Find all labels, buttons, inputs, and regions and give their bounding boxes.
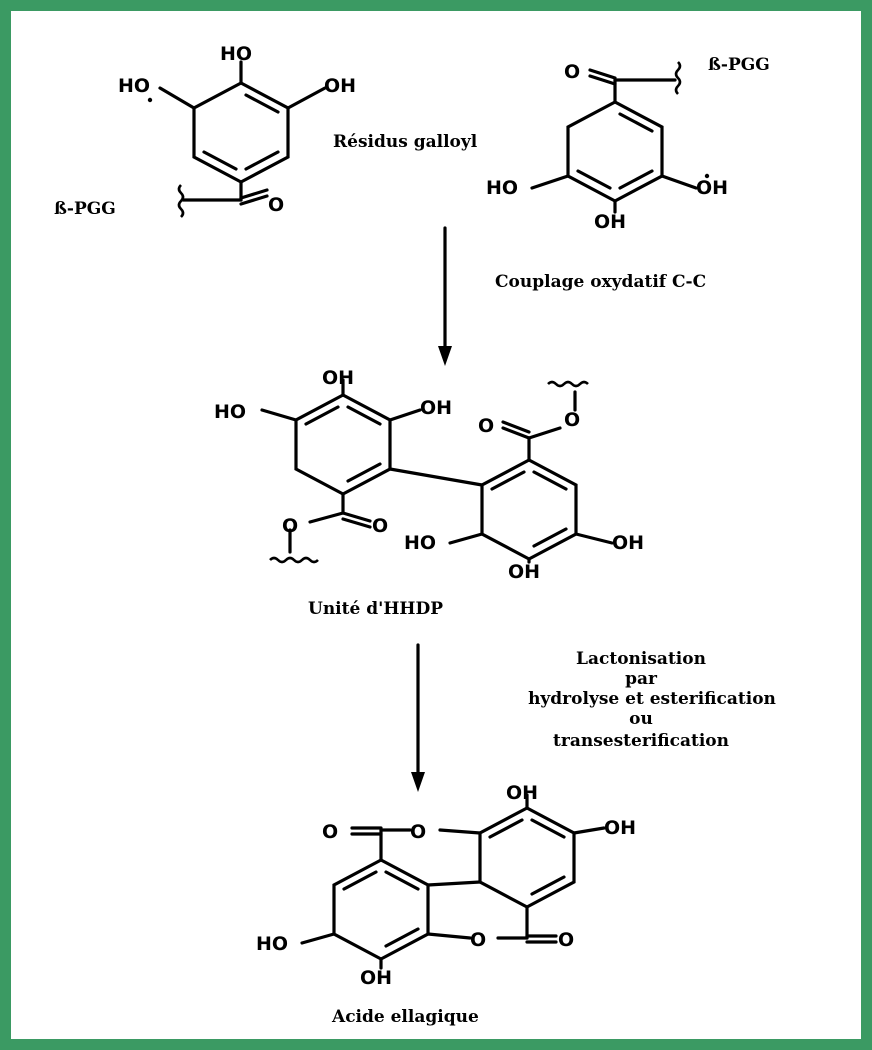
hydroxyl-left-right-ring: HO bbox=[486, 177, 518, 199]
lactone-oxygen-ellagic-lower: O bbox=[470, 929, 486, 951]
acide-ellagique-label: Acide ellagique bbox=[331, 1007, 479, 1027]
lactonisation-label-line5: transesterification bbox=[553, 731, 729, 751]
hydroxyl-hhdp-top: OH bbox=[322, 367, 354, 389]
beta-pgg-label-right: ß-PGG bbox=[708, 55, 770, 75]
galloyl-residue-right bbox=[530, 61, 698, 214]
hydroxyl-ellagic-top: OH bbox=[506, 782, 538, 804]
hydroxyl-top-left-ring: HO bbox=[220, 43, 252, 65]
lactonisation-label-line4: ou bbox=[629, 709, 653, 729]
hydroxyl-hhdp-upper-right: OH bbox=[420, 397, 452, 419]
couplage-oxydatif-label: Couplage oxydatif C-C bbox=[495, 272, 706, 292]
lactonisation-label-line3: hydrolyse et esterification bbox=[528, 689, 776, 709]
carbonyl-oxygen-left-ring: O bbox=[268, 194, 284, 216]
radical-dot bbox=[147, 97, 153, 103]
hhdp-unit bbox=[260, 378, 614, 564]
hydroxyl-ellagic-bottom: OH bbox=[360, 967, 392, 989]
beta-pgg-label-left: ß-PGG bbox=[54, 199, 116, 219]
carbonyl-oxygen-hhdp-left: O bbox=[372, 515, 388, 537]
arrow-coupling bbox=[438, 226, 452, 366]
ester-oxygen-hhdp-right: O bbox=[564, 409, 580, 431]
hydroxyl-right-left-ring: OH bbox=[324, 75, 356, 97]
hydroxyl-right-right-ring: OH bbox=[696, 177, 728, 199]
hydroxyl-hhdp-left: HO bbox=[214, 401, 246, 423]
carbonyl-oxygen-ellagic-upper: O bbox=[322, 821, 338, 843]
carbonyl-oxygen-right-ring: O bbox=[564, 61, 580, 83]
carbonyl-oxygen-ellagic-lower: O bbox=[558, 929, 574, 951]
arrow-lactonisation bbox=[411, 643, 425, 792]
hydroxyl-ellagic-left: HO bbox=[256, 933, 288, 955]
hydroxyl-left-left-ring: HO bbox=[118, 75, 150, 97]
ellagic-acid bbox=[300, 793, 606, 970]
galloyl-residue-left bbox=[158, 60, 327, 218]
lactone-oxygen-ellagic-upper: O bbox=[410, 821, 426, 843]
hydroxyl-ellagic-right: OH bbox=[604, 817, 636, 839]
lactonisation-label-line1: Lactonisation bbox=[576, 649, 706, 669]
hydroxyl-hhdp-bottom: OH bbox=[508, 561, 540, 583]
hydroxyl-hhdp-lower-right: OH bbox=[612, 532, 644, 554]
hydroxyl-bottom-right-ring: OH bbox=[594, 211, 626, 233]
ester-oxygen-hhdp-left: O bbox=[282, 515, 298, 537]
unite-hhdp-label: Unité d'HHDP bbox=[308, 599, 443, 619]
carbonyl-oxygen-hhdp-right: O bbox=[478, 415, 494, 437]
hydroxyl-hhdp-lower-left: HO bbox=[404, 532, 436, 554]
lactonisation-label-line2: par bbox=[625, 669, 658, 689]
radical-dot bbox=[704, 173, 710, 179]
residus-galloyl-label: Résidus galloyl bbox=[333, 132, 478, 152]
